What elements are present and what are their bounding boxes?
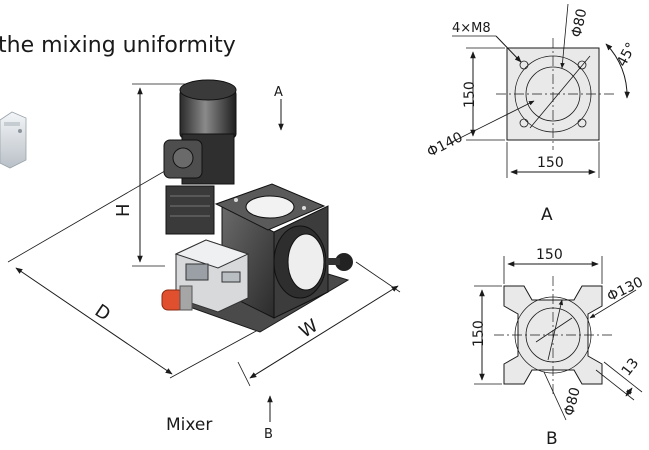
width-label: W [296, 315, 322, 342]
depth-dimension [7, 167, 259, 379]
view-b-inner-diameter: Φ80 [561, 386, 584, 418]
view-b-drawing [474, 256, 643, 421]
partial-product-photo [0, 111, 27, 169]
view-a-marker: A [274, 85, 283, 100]
view-a-height: 150 [462, 81, 478, 108]
view-a-drawing [451, 3, 630, 178]
height-dimension [132, 83, 186, 267]
view-a-inner-diameter: Φ80 [569, 7, 591, 39]
view-b-marker: B [264, 427, 273, 442]
heading: the mixing uniformity [0, 33, 236, 58]
view-a-width: 150 [537, 155, 564, 171]
view-a-bolt-label: 4×M8 [452, 21, 491, 36]
view-b-height: 150 [471, 320, 487, 347]
hand-knob [335, 253, 353, 271]
mixer-caption: Mixer [166, 415, 212, 435]
height-label: H [113, 203, 134, 217]
mixer-illustration: H D W [7, 79, 401, 442]
view-b-title: B [546, 429, 558, 449]
view-b-slot: 13 [619, 355, 643, 379]
view-a-title: A [541, 205, 553, 225]
view-a-bolt-circle: Φ140 [425, 129, 466, 160]
view-a-angle: 45° [614, 40, 640, 69]
view-b-outer-diameter: Φ130 [605, 274, 646, 305]
red-connector [161, 285, 193, 311]
width-dimension [237, 261, 401, 387]
view-b-width: 150 [536, 247, 563, 263]
